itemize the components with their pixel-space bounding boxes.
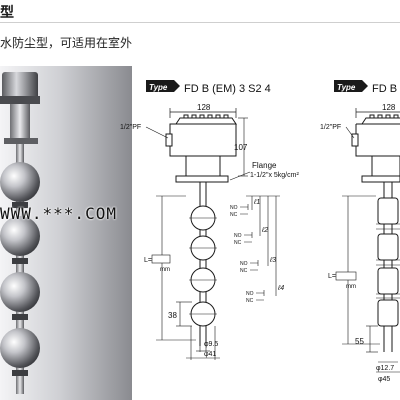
right-dia-outer: φ45 xyxy=(378,376,390,383)
right-length-label: L= xyxy=(328,273,336,280)
left-length-label: L= xyxy=(144,257,152,264)
right-width-value: 128 xyxy=(382,103,396,112)
right-length-box xyxy=(335,271,357,281)
right-float-1 xyxy=(377,197,399,225)
flange-shape xyxy=(4,138,38,144)
left-no-1: NO xyxy=(230,205,238,211)
left-flange-label: Flange xyxy=(252,161,277,170)
left-no-4: NO xyxy=(246,291,254,297)
left-dia-inner: φ9.5 xyxy=(204,341,218,348)
left-spacing-value: 38 xyxy=(168,311,177,320)
right-thread-label: 1/2"PF xyxy=(320,124,341,131)
left-housing xyxy=(165,114,237,183)
left-nc-4: NC xyxy=(246,298,254,304)
left-no-2: NO xyxy=(234,233,242,239)
float-ball-3 xyxy=(0,272,40,312)
product-photo xyxy=(0,66,132,400)
right-model-label: FD B (F xyxy=(372,83,400,95)
left-ell-4: ℓ4 xyxy=(277,285,284,292)
left-dia-outer: φ41 xyxy=(204,351,216,358)
right-float-4 xyxy=(377,299,399,327)
left-thread-label: 1/2"PF xyxy=(120,124,141,131)
right-length-unit: mm xyxy=(346,284,356,290)
left-ell-3: ℓ3 xyxy=(269,257,276,264)
svg-text:Type: Type xyxy=(149,83,168,92)
header-divider xyxy=(0,22,400,23)
left-width-value: 128 xyxy=(197,103,211,112)
left-height-value: 107 xyxy=(234,143,248,152)
page-header: 型 水防尘型，可适用在室外 xyxy=(0,0,400,56)
left-ell-2: ℓ2 xyxy=(261,227,268,234)
float-ball-2 xyxy=(0,216,40,256)
left-flange-spec: 1-1/2"x 5kg/cm² xyxy=(250,172,299,179)
left-nc-1: NC xyxy=(230,212,238,218)
right-spacing-value: 55 xyxy=(355,337,364,346)
left-length-box xyxy=(151,254,171,264)
section-subtitle: 水防尘型，可适用在室外 xyxy=(0,36,133,50)
float-ball-4 xyxy=(0,328,40,368)
left-ell-1: ℓ1 xyxy=(253,199,260,206)
float-ball-1 xyxy=(0,162,40,202)
left-nc-3: NC xyxy=(240,268,248,274)
section-title: 型 xyxy=(0,4,14,20)
right-housing xyxy=(351,114,400,183)
housing-shape xyxy=(2,72,38,102)
right-float-3 xyxy=(377,267,399,295)
right-dia-inner: φ12.7 xyxy=(376,365,394,372)
left-length-unit: mm xyxy=(160,267,170,273)
svg-text:Type: Type xyxy=(337,83,356,92)
float-switch-photo xyxy=(0,66,132,400)
left-model-label: FD B (EM) 3 S2 4 xyxy=(184,83,271,95)
right-float-2 xyxy=(377,233,399,261)
left-nc-2: NC xyxy=(234,240,242,246)
watermark-text: WWW.***.COM xyxy=(0,204,117,223)
right-type-badge: Type xyxy=(334,80,368,92)
left-no-3: NO xyxy=(240,261,248,267)
left-type-badge: Type xyxy=(146,80,180,92)
